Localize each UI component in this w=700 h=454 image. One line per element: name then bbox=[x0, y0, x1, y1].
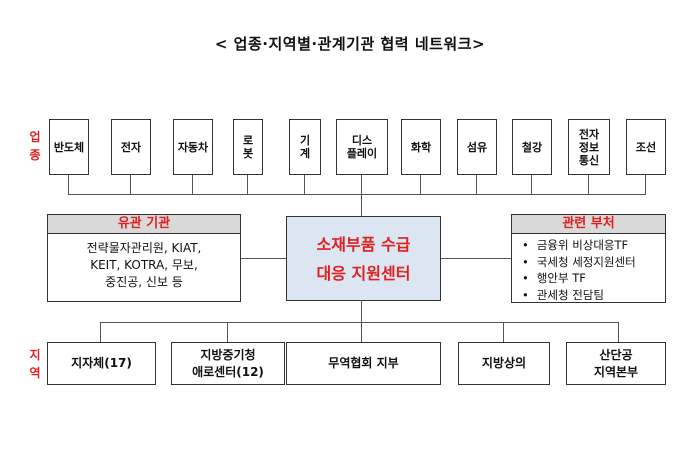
region-trade-association: 무역협회 지부 bbox=[286, 342, 441, 385]
industry-semiconductor: 반도체 bbox=[49, 119, 89, 175]
support-center-line1: 소재부품 수급 bbox=[316, 234, 411, 254]
related-ministries-list: 금융위 비상대응TF 국세청 세정지원센터 행안부 TF 관세청 전담팀 bbox=[512, 234, 665, 303]
industry-robot: 로 봇 bbox=[233, 119, 263, 175]
industry-textile: 섬유 bbox=[457, 119, 497, 175]
related-ministries-item: 관세청 전담팀 bbox=[522, 287, 665, 304]
industry-automobile: 자동차 bbox=[173, 119, 213, 175]
industry-display: 디스 플레이 bbox=[336, 119, 388, 175]
related-ministries-title: 관련 부처 bbox=[512, 215, 665, 234]
region-bus-line bbox=[100, 322, 619, 323]
region-side-label: 지 역 bbox=[29, 348, 41, 380]
region-local-governments: 지자체(17) bbox=[47, 342, 156, 385]
industry-chemical: 화학 bbox=[401, 119, 441, 175]
related-agencies-line: KEIT, KOTRA, 무보, bbox=[90, 258, 198, 272]
industry-electronics: 전자 bbox=[111, 119, 151, 175]
industry-steel: 철강 bbox=[512, 119, 552, 175]
industry-side-label: 업 종 bbox=[29, 130, 41, 162]
related-ministries-item: 국세청 세정지원센터 bbox=[522, 254, 665, 271]
industry-shipbuilding: 조선 bbox=[626, 119, 666, 175]
industry-ict: 전자 정보 통신 bbox=[568, 119, 610, 175]
related-agencies-line: 전략물자관리원, KIAT, bbox=[86, 241, 202, 255]
region-chamber-of-commerce: 지방상의 bbox=[458, 342, 550, 385]
industry-machinery: 기 계 bbox=[289, 119, 321, 175]
region-kicox-office: 산단공 지역본부 bbox=[566, 342, 666, 385]
support-center-box: 소재부품 수급 대응 지원센터 bbox=[286, 216, 441, 301]
related-agencies-box: 유관 기관 전략물자관리원, KIAT, KEIT, KOTRA, 무보, 중진… bbox=[47, 214, 241, 302]
related-agencies-title: 유관 기관 bbox=[48, 215, 240, 234]
related-ministries-item: 금융위 비상대응TF bbox=[522, 237, 665, 254]
region-sme-office: 지방중기청 애로센터(12) bbox=[171, 342, 285, 385]
industry-bus-line bbox=[68, 194, 646, 195]
related-ministries-item: 행안부 TF bbox=[522, 270, 665, 287]
support-center-line2: 대응 지원센터 bbox=[316, 263, 411, 283]
related-ministries-box: 관련 부처 금융위 비상대응TF 국세청 세정지원센터 행안부 TF 관세청 전… bbox=[511, 214, 666, 303]
related-agencies-line: 중진공, 신보 등 bbox=[105, 275, 183, 289]
related-agencies-list: 전략물자관리원, KIAT, KEIT, KOTRA, 무보, 중진공, 신보 … bbox=[48, 234, 240, 291]
diagram-title: < 업종·지역별·관계기관 협력 네트워크> bbox=[214, 35, 486, 53]
